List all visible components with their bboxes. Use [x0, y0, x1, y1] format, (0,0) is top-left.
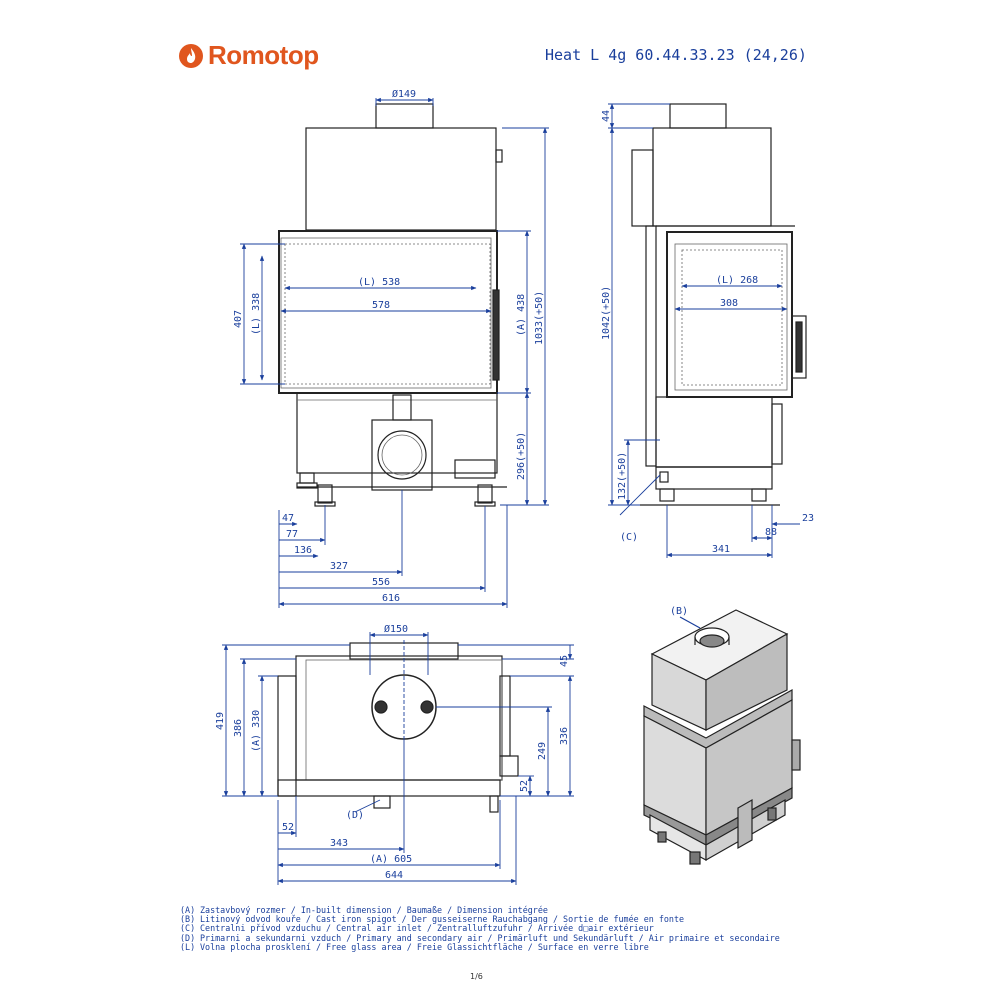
top-dimensions: [222, 632, 574, 885]
legend-key: (C): [180, 923, 196, 934]
legend-text: Litinový odvod kouře / Cast iron spigot …: [200, 914, 685, 925]
side-dimensions: [608, 103, 800, 558]
legend-text: Primarni a sekundarni vzduch / Primary a…: [200, 932, 780, 943]
front-width-578-label: 578: [372, 300, 390, 311]
top-419-label: 419: [215, 712, 226, 730]
front-b47-label: 47: [282, 513, 294, 524]
side-glass-width-label: (L) 268: [716, 275, 758, 286]
top-dimension-labels: Ø150 419 386 (A) 330 45 336 249 52 52 (D…: [215, 623, 570, 881]
legend-text: Zastavbový rozmer / In-built dimension /…: [200, 905, 548, 915]
side-width-308-label: 308: [720, 298, 738, 309]
legend-key: (A): [180, 905, 196, 915]
top-45-label: 45: [559, 655, 570, 667]
top-52l-label: 52: [282, 822, 294, 833]
front-height-407-label: 407: [233, 310, 244, 328]
side-top-44-label: 44: [601, 110, 612, 122]
front-foot-296-label: 296(+50): [516, 432, 527, 480]
legend-row: (D) Primarni a sekundarni vzduch / Prima…: [180, 932, 780, 943]
front-dimension-labels: Ø149 (L) 538 578 407 (L) 338 (A) 438 103…: [233, 88, 545, 604]
front-glass-width-label: (L) 538: [358, 277, 400, 288]
flame-icon: [179, 43, 203, 68]
front-b556-label: 556: [372, 577, 390, 588]
iso-label-b: (B): [670, 606, 688, 617]
top-605-label: (A) 605: [370, 854, 412, 865]
top-343-label: 343: [330, 838, 348, 849]
side-b23-label: 23: [802, 513, 814, 524]
legend-row: (L) Volna plocha prosklení / Free glass …: [180, 941, 780, 952]
top-644-label: 644: [385, 870, 403, 881]
top-249-label: 249: [537, 742, 548, 760]
legend-text: Centralni přívod vzduchu / Central air i…: [200, 923, 654, 934]
front-b616-label: 616: [382, 593, 400, 604]
front-overall-1033-label: 1033(+50): [534, 291, 545, 345]
legend: (A) Zastavbový rozmer / In-built dimensi…: [180, 905, 780, 952]
legend-text: Volna plocha prosklení / Free glass area…: [200, 941, 649, 952]
top-label-d: (D): [346, 810, 364, 821]
side-dimension-labels: 44 1042(+50) (L) 268 308 132(+50) (C) 34…: [601, 110, 814, 555]
legend-row: (C) Centralni přívod vzduchu / Central a…: [180, 924, 780, 933]
side-air-132-label: 132(+50): [617, 452, 628, 500]
top-386-label: 386: [233, 719, 244, 737]
model-title: Heat L 4g 60.44.33.23 (24,26): [545, 46, 807, 64]
front-b136-label: 136: [294, 545, 312, 556]
front-dimensions: [240, 97, 549, 608]
legend-row: (A) Zastavbový rozmer / In-built dimensi…: [180, 905, 780, 915]
legend-key: (B): [180, 914, 196, 925]
isometric-view: [643, 609, 801, 865]
front-b327-label: 327: [330, 561, 348, 572]
page-number: 1/6: [470, 972, 483, 981]
front-glass-height-label: (L) 338: [251, 293, 262, 335]
top-flue-label: Ø150: [384, 623, 408, 635]
side-label-c: (C): [620, 532, 638, 543]
romotop-logo: Romotop: [178, 40, 319, 71]
top-52r-label: 52: [519, 780, 530, 792]
legend-row: (B) Litinový odvod kouře / Cast iron spi…: [180, 914, 780, 925]
side-b88-label: 88: [765, 527, 777, 538]
side-view: [631, 103, 807, 506]
top-330-label: (A) 330: [251, 710, 262, 752]
front-flue-label: Ø149: [392, 88, 416, 100]
legend-key: (D): [180, 932, 196, 943]
legend-key: (L): [180, 941, 196, 952]
front-inbuilt-438-label: (A) 438: [516, 294, 527, 336]
side-height-1042-label: 1042(+50): [601, 286, 612, 340]
brand-name: Romotop: [208, 40, 319, 70]
front-b77-label: 77: [286, 529, 298, 540]
top-336-label: 336: [559, 727, 570, 745]
front-view: [278, 103, 507, 507]
side-b341-label: 341: [712, 544, 730, 555]
top-view: [277, 642, 519, 813]
